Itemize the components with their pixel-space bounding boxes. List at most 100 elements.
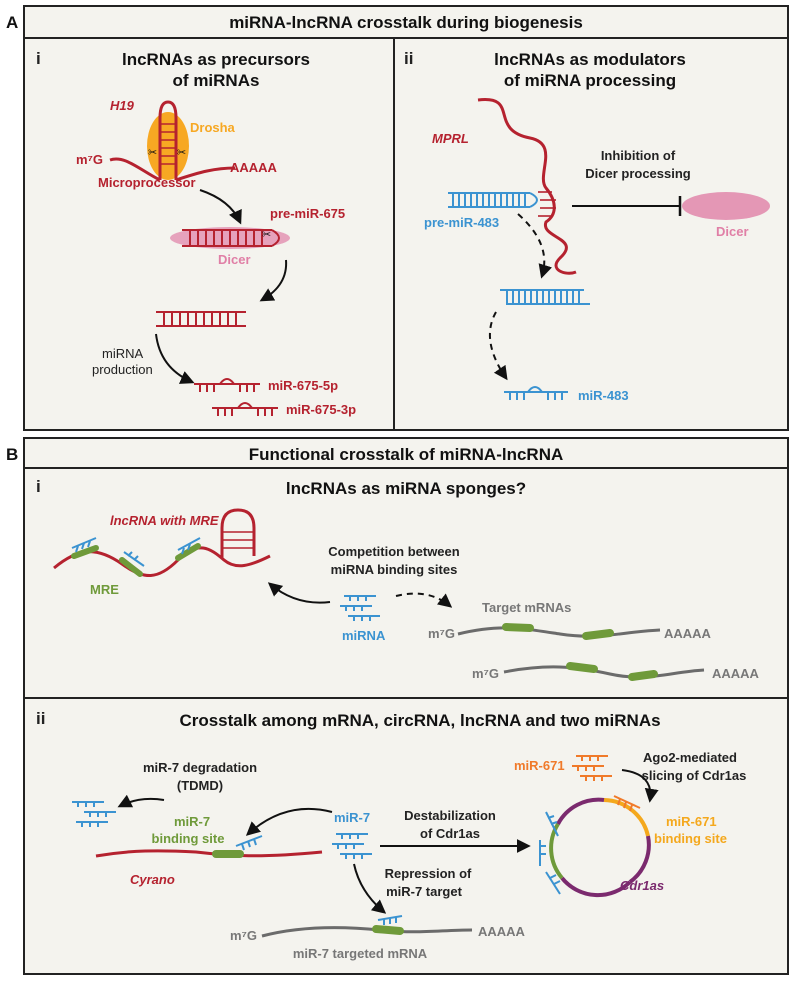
arrow-ago2 bbox=[621, 769, 659, 803]
mre-label: MRE bbox=[90, 582, 119, 597]
panel-a: A miRNA-lncRNA crosstalk during biogenes… bbox=[6, 5, 789, 431]
free-mir671-stack bbox=[572, 755, 612, 781]
arrow-to-lncrna bbox=[267, 582, 331, 604]
panel-a-title: miRNA-lncRNA crosstalk during biogenesis bbox=[229, 13, 583, 32]
mir-675-3p-glyph bbox=[212, 402, 278, 416]
inhibition-line1: Inhibition of bbox=[601, 148, 676, 163]
ago2-line1: Ago2-mediated bbox=[643, 750, 737, 765]
arrow-mir7-to-cyrano bbox=[245, 807, 333, 836]
lncrna-mre-label: lncRNA with MRE bbox=[110, 513, 219, 528]
degraded-mir7-stack bbox=[72, 801, 116, 827]
competition-line1: Competition between bbox=[328, 544, 460, 559]
cyrano-transcript bbox=[95, 849, 323, 858]
mprl-label: MPRL bbox=[432, 131, 469, 146]
arrow-repression bbox=[353, 863, 387, 914]
cyrano-bound-mir7 bbox=[235, 835, 263, 851]
repression-line2: miR-7 target bbox=[386, 884, 463, 899]
free-mir7-stack bbox=[332, 833, 372, 859]
arrow-to-pre-mir bbox=[199, 189, 242, 225]
mir7-binding-line1: miR-7 bbox=[174, 814, 210, 829]
ago2-line2: slicing of Cdr1as bbox=[642, 768, 747, 783]
mre-bound-mirnas bbox=[71, 537, 201, 567]
free-mirna-stack bbox=[340, 595, 380, 621]
dashed-arrow-1 bbox=[517, 213, 553, 279]
mir7-label: miR-7 bbox=[334, 810, 370, 825]
mir-675-5p-label: miR-675-5p bbox=[268, 378, 338, 393]
h19-cap-label: m⁷G bbox=[76, 152, 103, 167]
target2-cap-label: m⁷G bbox=[472, 666, 499, 681]
panel-b-i-letter: i bbox=[36, 477, 41, 496]
arrow-to-degradation bbox=[117, 794, 165, 808]
panel-b-frame bbox=[23, 437, 789, 975]
tdmd-line2: (TDMD) bbox=[177, 778, 223, 793]
panel-b: B Functional crosstalk of miRNA-lncRNA i… bbox=[6, 437, 789, 975]
mir-483-duplex bbox=[500, 289, 590, 305]
panel-b-title: Functional crosstalk of miRNA-lncRNA bbox=[249, 445, 564, 464]
h19-transcript bbox=[109, 157, 236, 182]
panel-b-i-title: lncRNAs as miRNA sponges? bbox=[286, 479, 526, 498]
mir-675-5p-glyph bbox=[194, 378, 260, 392]
panel-a-i-title-line2: of miRNAs bbox=[173, 71, 260, 90]
target2-polya-label: AAAAA bbox=[712, 666, 760, 681]
target-mrna-1 bbox=[457, 626, 661, 638]
cdr1as-label: Cdr1as bbox=[620, 878, 664, 893]
scissors-dicer-icon: ✂ bbox=[262, 229, 271, 241]
target1-polya-label: AAAAA bbox=[664, 626, 712, 641]
panel-a-ii-title-line1: lncRNAs as modulators bbox=[494, 50, 686, 69]
arrow-mirna-production bbox=[155, 333, 195, 384]
h19-label: H19 bbox=[110, 98, 135, 113]
pre-mir-483-duplex bbox=[448, 192, 538, 208]
mir-483-label: miR-483 bbox=[578, 388, 629, 403]
panel-a-ii-letter: ii bbox=[404, 49, 413, 68]
mirna-production-line2: production bbox=[92, 362, 153, 377]
mir671-label: miR-671 bbox=[514, 758, 565, 773]
panel-b-ii: ii Crosstalk among mRNA, circRNA, lncRNA… bbox=[36, 709, 746, 961]
target-mrnas-label: Target mRNAs bbox=[482, 600, 571, 615]
panel-a-i: i lncRNAs as precursors of miRNAs ✂ ✂ H1… bbox=[36, 49, 356, 417]
mir7-target-binding-site bbox=[372, 925, 404, 935]
mre-sites bbox=[71, 543, 201, 577]
mir-675-3p-label: miR-675-3p bbox=[286, 402, 356, 417]
target-mrna-2 bbox=[503, 665, 705, 679]
repression-line1: Repression of bbox=[385, 866, 472, 881]
panel-b-i: i lncRNAs as miRNA sponges? lncRNA with … bbox=[36, 477, 760, 681]
panel-b-ii-letter: ii bbox=[36, 709, 45, 728]
panel-a-ii-title-line2: of miRNA processing bbox=[504, 71, 676, 90]
panel-b-ii-title: Crosstalk among mRNA, circRNA, lncRNA an… bbox=[179, 711, 660, 730]
drosha-shape bbox=[147, 112, 189, 180]
cdr1as-bound-mir671 bbox=[613, 795, 641, 812]
mir-675-duplex bbox=[156, 311, 246, 327]
cdr1as-bound-mir7 bbox=[539, 811, 561, 895]
tdmd-line1: miR-7 degradation bbox=[143, 760, 257, 775]
destab-line1: Destabilization bbox=[404, 808, 496, 823]
dicer-label-ii: Dicer bbox=[716, 224, 749, 239]
panel-a-i-title-line1: lncRNAs as precursors bbox=[122, 50, 310, 69]
mir7-target-polya-label: AAAAA bbox=[478, 924, 526, 939]
mir7-targeted-label: miR-7 targeted mRNA bbox=[293, 946, 428, 961]
arrow-to-duplex bbox=[259, 259, 288, 302]
h19-polya-label: AAAAA bbox=[230, 160, 278, 175]
mirna-production-line1: miRNA bbox=[102, 346, 143, 361]
scissors-right-icon: ✂ bbox=[177, 147, 186, 159]
panel-a-letter: A bbox=[6, 13, 18, 32]
drosha-label: Drosha bbox=[190, 120, 236, 135]
dashed-arrow-2 bbox=[489, 311, 508, 381]
mir-483-glyph bbox=[504, 386, 568, 400]
dashed-arrow-to-targets bbox=[395, 592, 453, 608]
mir671-site-line2: binding site bbox=[654, 831, 727, 846]
dicer-label-i: Dicer bbox=[218, 252, 251, 267]
h19-hairpin-left bbox=[158, 100, 178, 180]
mprl-transcript bbox=[477, 98, 577, 275]
panel-a-i-letter: i bbox=[36, 49, 41, 68]
mirna-label: miRNA bbox=[342, 628, 386, 643]
mir7-binding-line2: binding site bbox=[152, 831, 225, 846]
dicer-shape-ii bbox=[682, 192, 770, 220]
lncrna-stem-loop bbox=[220, 508, 256, 558]
pre-mir-483-label: pre-miR-483 bbox=[424, 215, 499, 230]
cyrano-label: Cyrano bbox=[130, 872, 175, 887]
pre-mir-675-label: pre-miR-675 bbox=[270, 206, 345, 221]
mrna-bound-mir7 bbox=[377, 915, 403, 925]
panel-a-ii: ii lncRNAs as modulators of miRNA proces… bbox=[404, 49, 770, 403]
target1-cap-label: m⁷G bbox=[428, 626, 455, 641]
